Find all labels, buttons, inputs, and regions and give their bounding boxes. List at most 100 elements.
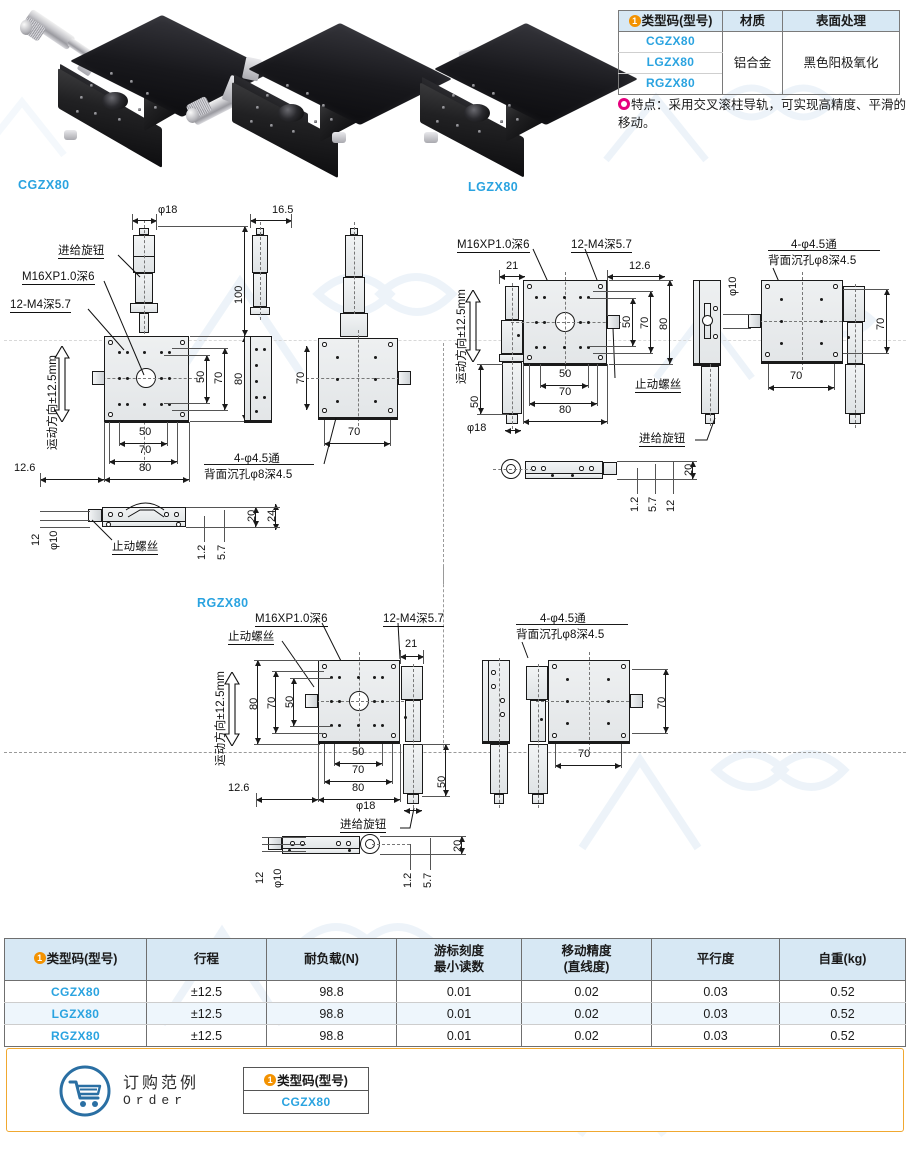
cgzx80-hole <box>118 403 121 406</box>
lgzx80-ext <box>723 328 751 329</box>
lgzx80-dimline-w50 <box>540 383 588 389</box>
rgzx80-hole <box>373 676 376 679</box>
material-value-material: 铝合金 <box>722 31 783 95</box>
rgzx80-ext <box>324 744 325 784</box>
rgzx80-ext <box>254 660 320 661</box>
rgzx80-dimline-base70 <box>555 763 621 769</box>
lgzx80-label-stop-screw: 止动螺丝 <box>635 376 682 393</box>
rgzx80-corner <box>391 733 396 738</box>
cgzx80-rear-centerline <box>354 222 355 314</box>
lgzx80-rear-base <box>761 362 843 364</box>
rgzx80-ext <box>632 669 668 670</box>
spec-stroke: ±12.5 <box>146 1002 267 1025</box>
rgzx80-mic-top <box>401 666 423 700</box>
spec-header-vernier-line1: 游标刻度 <box>433 943 484 958</box>
lgzx80-rear-mic-screw <box>847 336 850 339</box>
cgzx80-elev-screw <box>108 512 113 517</box>
rgzx80-hole <box>357 724 360 727</box>
lgzx80-hole <box>535 346 538 349</box>
lgzx80-label-feed-knob: 进给旋钮 <box>639 430 686 447</box>
lgzx80-ext <box>529 364 530 406</box>
cgzx80-label-12m4: 12-M4深5.7 <box>10 296 71 313</box>
rgzx80-side-rail <box>482 660 489 742</box>
lgzx80-leader-counterbore <box>772 267 789 284</box>
rgzx80-label-feed-knob: 进给旋钮 <box>340 816 387 833</box>
cgzx80-hole <box>160 351 163 354</box>
product-photos <box>8 8 638 179</box>
rgzx80-dim-w50: 50 <box>352 746 365 758</box>
rgzx80-elev-center <box>372 844 410 845</box>
cgzx80-dim-d10: φ10 <box>48 530 60 550</box>
cgzx80-rear-centerline-v2 <box>358 330 359 426</box>
lgzx80-elev-screw <box>579 466 584 471</box>
lgzx80-label-counterbore: 背面沉孔φ8深4.5 <box>768 255 857 267</box>
lgzx80-rear-stop-screw <box>748 314 761 328</box>
rgzx80-dim-h50: 50 <box>436 775 448 788</box>
cgzx80-hole <box>160 403 163 406</box>
rgzx80-ext <box>290 678 332 679</box>
lgzx80-rear-center-h <box>749 321 857 322</box>
rgzx80-ext <box>430 838 431 870</box>
spec-accuracy: 0.02 <box>521 1002 652 1025</box>
rgzx80-rear-mic-center <box>538 664 539 808</box>
product-photo-3 <box>396 23 638 178</box>
cgzx80-side-hole <box>255 396 258 399</box>
badge-number-icon: 1 <box>628 14 641 27</box>
lgzx80-leader-stop-screw <box>612 327 639 380</box>
rgzx80-ext <box>318 744 319 802</box>
rgzx80-stop-screw <box>305 694 318 708</box>
lgzx80-hole <box>587 346 590 349</box>
cgzx80-plate-base <box>104 421 189 423</box>
lgzx80-dimline-d18 <box>505 428 521 434</box>
cgzx80-corner-screw <box>180 340 185 345</box>
spec-weight: 0.52 <box>779 1002 906 1025</box>
lgzx80-elev-pin <box>551 474 554 477</box>
rgzx80-ext <box>262 851 306 852</box>
cgzx80-leader-stop-screw <box>91 519 116 542</box>
rgzx80-elev-screw <box>346 841 351 846</box>
spec-vernier: 0.01 <box>396 1002 522 1025</box>
feature-note: 特点：采用交叉滚柱导轨，可实现高精度、平滑的移动。 <box>618 96 908 132</box>
lgzx80-ext <box>597 364 598 406</box>
lgzx80-rear-hole <box>780 320 783 323</box>
lgzx80-ext <box>477 364 503 365</box>
lgzx80-rear-corner <box>765 352 770 357</box>
rgzx80-hole <box>330 700 333 703</box>
cgzx80-rear-hole <box>374 378 377 381</box>
lgzx80-corner <box>598 355 603 360</box>
cgzx80-side-hole <box>255 364 258 367</box>
rgzx80-corner <box>322 733 327 738</box>
rgzx80-dim-d18: φ18 <box>356 800 376 812</box>
lgzx80-rear-hole <box>820 342 823 345</box>
cgzx80-hole <box>143 403 146 406</box>
divider-top <box>4 340 906 341</box>
rgzx80-label-underline <box>516 624 628 625</box>
cgzx80-side-plate <box>250 336 272 421</box>
order-title: 订购范例 Order <box>123 1069 199 1108</box>
lgzx80-ext <box>723 314 751 315</box>
lgzx80-mic-screw <box>517 334 520 337</box>
order-title-en: Order <box>123 1093 188 1108</box>
lgzx80-hole <box>563 296 566 299</box>
lgzx80-stop-screw <box>607 315 620 329</box>
cgzx80-ext <box>204 516 205 542</box>
cgzx80-leader-counterbore <box>314 417 338 465</box>
lgzx80-dimline-right70 <box>884 289 890 353</box>
cgzx80-ext <box>390 420 391 446</box>
lgzx80-dimline-v70 <box>648 291 654 353</box>
lgzx80-travel-arrow-icon <box>465 288 481 367</box>
cgzx80-rear-corner <box>322 342 327 347</box>
cgzx80-hole <box>168 351 171 354</box>
spec-model: CGZX80 <box>4 980 147 1003</box>
spec-load: 98.8 <box>266 980 397 1003</box>
cgzx80-dimline-126 <box>40 477 104 483</box>
lgzx80-ext <box>499 270 500 284</box>
feature-bullet-icon <box>618 98 630 110</box>
cgzx80-side-hole <box>255 380 258 383</box>
cgzx80-ext <box>291 214 292 228</box>
lgzx80-ext <box>523 364 524 424</box>
rgzx80-label-through-hole: 4-φ4.5通 <box>540 613 586 625</box>
cgzx80-ext <box>109 422 110 464</box>
cgzx80-travel-arrow-icon <box>54 344 70 427</box>
